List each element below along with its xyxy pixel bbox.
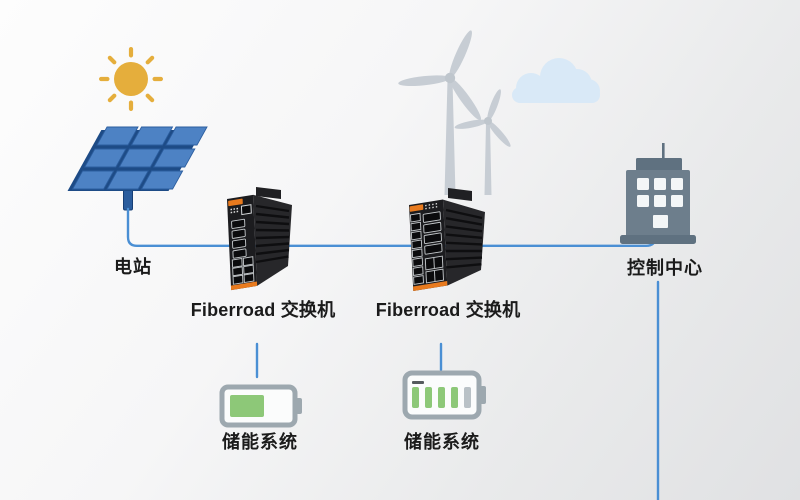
din-rail-mount — [448, 188, 472, 201]
cloud-icon — [512, 58, 600, 103]
power-station-label: 电站 — [114, 257, 152, 277]
storage-right-label: 储能系统 — [404, 432, 480, 452]
wind-turbine-small-icon — [454, 89, 511, 195]
sun-icon — [99, 47, 163, 111]
battery-bars-icon — [402, 370, 486, 420]
building-icon — [620, 143, 696, 244]
network-switch-left-icon — [227, 187, 292, 291]
switch-right-label: Fiberroad 交换机 — [375, 300, 521, 320]
network-switch-right-icon — [409, 188, 485, 291]
wind-turbine-large-icon — [398, 30, 482, 195]
battery-half-icon — [219, 384, 302, 428]
control-center-label: 控制中心 — [627, 258, 703, 278]
storage-left-label: 储能系统 — [222, 432, 298, 452]
main-connection-line — [126, 207, 657, 247]
din-rail-mount — [256, 187, 281, 199]
switch-left-label: Fiberroad 交换机 — [190, 300, 336, 320]
connection-lines — [126, 207, 660, 500]
solar-panel-icon — [67, 126, 208, 191]
